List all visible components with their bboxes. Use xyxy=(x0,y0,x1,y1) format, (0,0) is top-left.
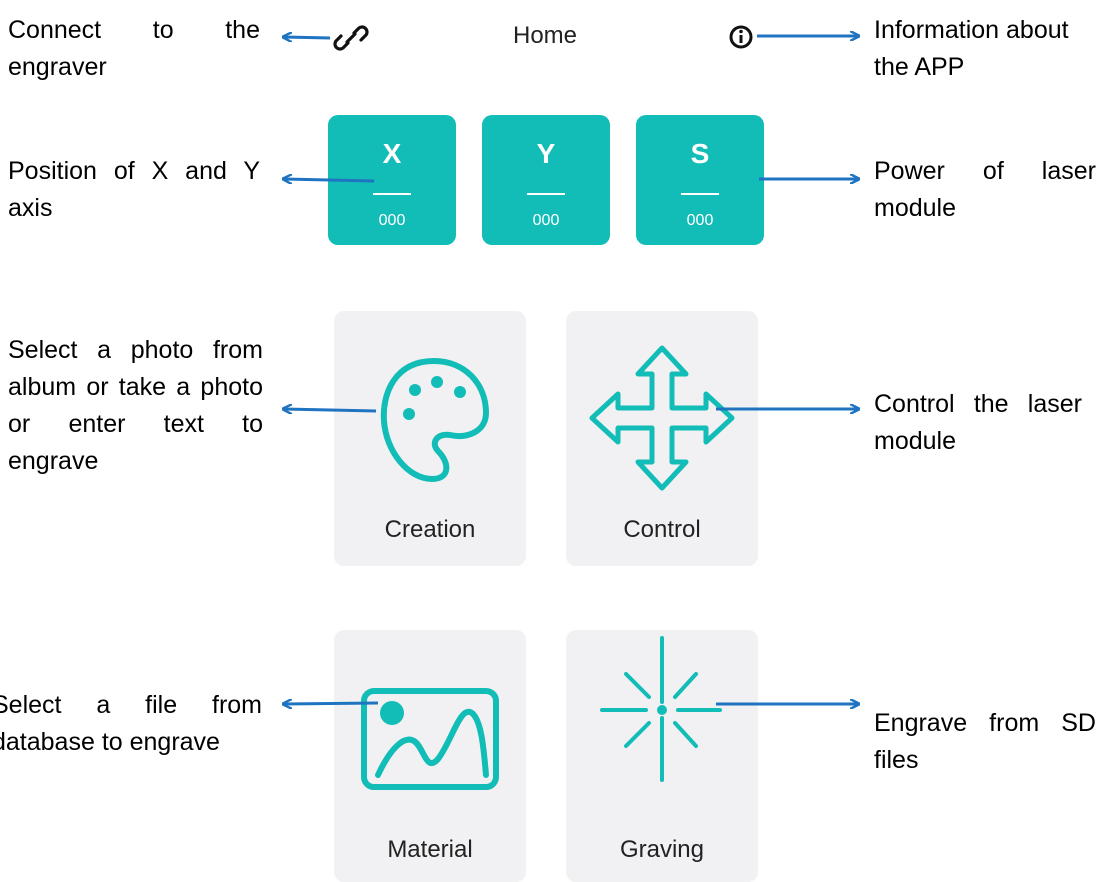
creation-tile[interactable]: Creation xyxy=(334,311,526,566)
annotation-material: Select a file from database to engrave xyxy=(0,691,262,756)
info-button[interactable] xyxy=(727,23,757,53)
annotation-info: Information about the APP xyxy=(874,16,1069,81)
palette-icon xyxy=(380,358,489,482)
image-icon xyxy=(361,688,499,790)
power-label: S xyxy=(690,138,710,169)
annotation-creation: Select a photo from album or take a phot… xyxy=(8,336,263,475)
y-axis-label: Y xyxy=(536,138,556,169)
material-tile[interactable]: Material xyxy=(334,630,526,882)
annotation-connect: Connect to the engraver xyxy=(8,16,260,81)
x-position-card: X 000 xyxy=(328,115,456,245)
info-icon xyxy=(729,25,753,49)
creation-label: Creation xyxy=(384,516,476,543)
y-position-card: Y 000 xyxy=(482,115,610,245)
link-icon xyxy=(333,25,369,51)
laser-power-value: 000 xyxy=(686,212,714,229)
x-position-value: 000 xyxy=(378,212,406,229)
divider xyxy=(527,193,565,195)
page-title: Home xyxy=(512,22,578,49)
annotation-graving: Engrave from SD files xyxy=(874,709,1096,774)
arrow-connect xyxy=(284,37,331,38)
laser-burst-icon xyxy=(600,636,722,782)
graving-label: Graving xyxy=(619,836,705,863)
move-arrows-icon xyxy=(589,345,735,491)
laser-power-card: S 000 xyxy=(636,115,764,245)
annotation-position: Position of X and Y axis xyxy=(8,157,260,222)
annotation-power: Power of laser module xyxy=(874,157,1096,222)
divider xyxy=(681,193,719,195)
graving-tile[interactable]: Graving xyxy=(566,630,758,882)
material-label: Material xyxy=(387,836,473,863)
y-position-value: 000 xyxy=(532,212,560,229)
x-axis-label: X xyxy=(382,138,402,169)
annotation-control: Control the laser module xyxy=(874,390,1082,455)
control-tile[interactable]: Control xyxy=(566,311,758,566)
control-label: Control xyxy=(623,516,701,543)
divider xyxy=(373,193,411,195)
connect-button[interactable] xyxy=(328,15,374,61)
